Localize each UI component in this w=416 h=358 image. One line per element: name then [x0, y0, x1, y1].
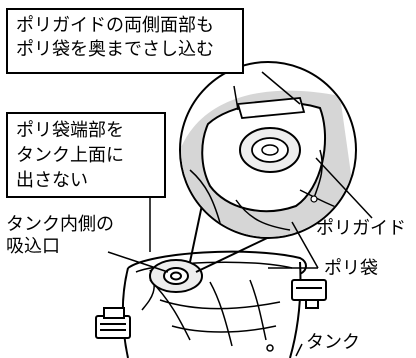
callout-line: 出さない: [16, 170, 88, 191]
callout-line: ポリガイドの両側面部も: [16, 15, 214, 36]
label-line: タンク内側の: [6, 214, 114, 235]
leader-lines: [107, 71, 373, 357]
poly-bag-label: ポリ袋: [324, 258, 378, 279]
tank-label: タンク: [306, 332, 360, 353]
callout-line: ポリ袋を奥までさし込む: [16, 39, 214, 60]
poly-guide-label: ポリガイド: [316, 218, 406, 239]
magnified-view: [179, 61, 357, 273]
bag-edge-warning-callout: ポリ袋端部を タンク上面に 出さない: [6, 112, 166, 198]
callout-line: ポリ袋端部を: [16, 120, 124, 141]
tank-inlet: [149, 259, 203, 293]
label-line: 吸込口: [6, 236, 60, 257]
left-clamp: [95, 307, 131, 339]
right-clamp: [291, 279, 327, 309]
poly-guide-instruction-callout: ポリガイドの両側面部も ポリ袋を奥までさし込む: [6, 8, 244, 74]
callout-line: タンク上面に: [16, 145, 124, 166]
tank-inner-inlet-label: タンク内側の 吸込口: [6, 214, 114, 258]
